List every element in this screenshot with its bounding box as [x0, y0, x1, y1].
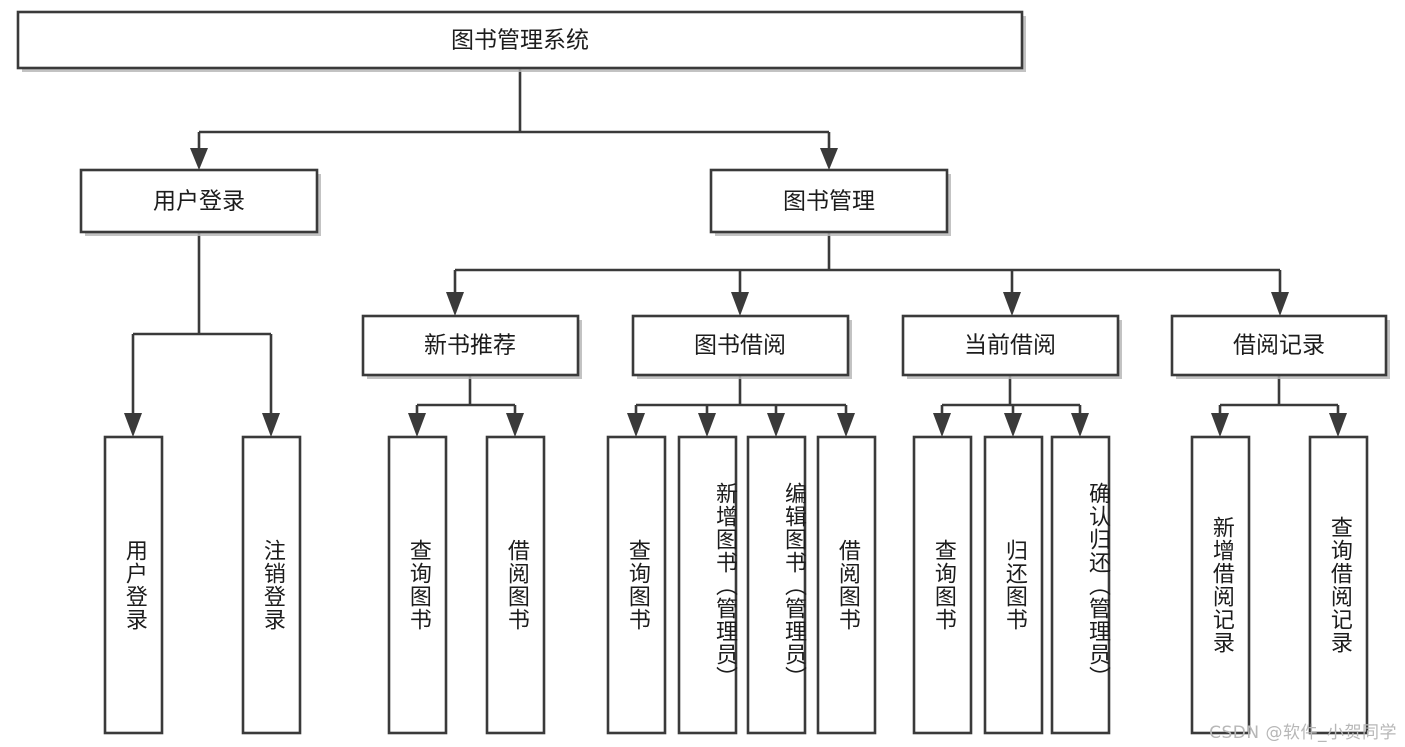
watermark-text: CSDN @软件_小贺同学 [1209, 723, 1397, 743]
arrow-head-cb-leaf-2 [1004, 413, 1022, 437]
node-root[interactable]: 图书管理系统 [16, 10, 1026, 72]
node-user-login[interactable]: 用户登录 [79, 168, 321, 236]
leaf-box-bb-edit-book[interactable] [746, 435, 807, 735]
node-user-login-label: 用户登录 [153, 189, 245, 215]
node-new-book-recommend[interactable]: 新书推荐 [361, 314, 582, 379]
node-book-management[interactable]: 图书管理 [709, 168, 951, 236]
leaf-box-br-add-record[interactable] [1190, 435, 1251, 735]
arrow-head-nbr-leaf-2 [506, 413, 524, 437]
leaf-box-nbr-borrow-book[interactable] [485, 435, 546, 735]
arrow-head-bb-leaf-4 [837, 413, 855, 437]
node-borrow-record-box[interactable] [1170, 314, 1388, 377]
arrow-head-user-login [190, 148, 208, 170]
arrow-head-br-leaf-1 [1211, 413, 1229, 437]
arrow-head-current-borrow [1003, 292, 1021, 316]
arrow-head-book-borrow [731, 292, 749, 316]
node-book-borrow-label: 图书借阅 [694, 333, 786, 359]
leaf-box-logout[interactable] [241, 435, 302, 735]
arrow-head-leaf-user-login [124, 413, 142, 437]
arrow-head-leaf-logout [262, 413, 280, 437]
connector-layer [124, 68, 1347, 437]
node-book-management-label: 图书管理 [783, 189, 875, 215]
leaf-box-bb-add-book[interactable] [677, 435, 738, 735]
arrow-head-bb-leaf-1 [627, 413, 645, 437]
node-layer: 图书管理系统 用户登录 图书管理 新书推荐 [16, 10, 1390, 735]
arrow-head-borrow-record [1271, 292, 1289, 316]
node-new-book-recommend-label: 新书推荐 [424, 333, 516, 359]
arrow-head-br-leaf-2 [1329, 413, 1347, 437]
leaf-box-cb-confirm-return[interactable] [1050, 435, 1111, 735]
node-current-borrow-label: 当前借阅 [964, 333, 1056, 359]
arrow-head-bb-leaf-2 [698, 413, 716, 437]
arrow-head-new-book-rec [446, 292, 464, 316]
arrow-head-nbr-leaf-1 [408, 413, 426, 437]
leaf-box-cb-return-book[interactable] [983, 435, 1044, 735]
node-new-book-recommend-box[interactable] [361, 314, 580, 377]
leaf-box-user-login[interactable] [103, 435, 164, 735]
arrow-head-cb-leaf-3 [1071, 413, 1089, 437]
arrow-head-cb-leaf-1 [933, 413, 951, 437]
node-borrow-record[interactable]: 借阅记录 [1170, 314, 1390, 379]
node-borrow-record-label: 借阅记录 [1233, 333, 1325, 359]
leaf-box-bb-borrow-book[interactable] [816, 435, 877, 735]
node-root-box[interactable] [16, 10, 1024, 70]
leaf-box-group [103, 435, 1369, 735]
node-book-borrow[interactable]: 图书借阅 [631, 314, 852, 379]
node-current-borrow[interactable]: 当前借阅 [901, 314, 1122, 379]
leaf-box-cb-query-book[interactable] [912, 435, 973, 735]
leaf-box-nbr-query-book[interactable] [387, 435, 448, 735]
node-current-borrow-box[interactable] [901, 314, 1120, 377]
arrow-head-book-mgmt [820, 148, 838, 170]
node-book-borrow-box[interactable] [631, 314, 850, 377]
node-user-login-box[interactable] [79, 168, 319, 234]
arrow-head-bb-leaf-3 [767, 413, 785, 437]
leaf-box-bb-query-book[interactable] [606, 435, 667, 735]
node-book-management-box[interactable] [709, 168, 949, 234]
node-root-label: 图书管理系统 [451, 28, 589, 54]
leaf-box-br-query-record[interactable] [1308, 435, 1369, 735]
